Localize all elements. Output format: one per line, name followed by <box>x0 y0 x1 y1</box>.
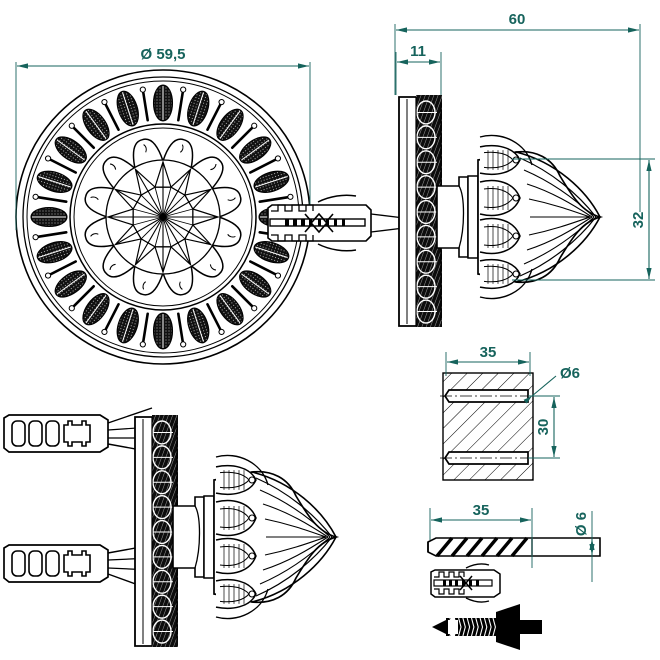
dimension-35-block <box>445 352 531 376</box>
dimension-35-drill <box>429 508 533 568</box>
dimension-60 <box>394 24 641 212</box>
dimension-text-60: 60 <box>509 11 526 28</box>
back-plate-top <box>398 95 442 327</box>
dimension-text-32: 32 <box>630 212 647 229</box>
knob-finial-top <box>477 134 604 300</box>
wall-anchor-lower <box>3 544 153 591</box>
wall-plug-top <box>267 194 405 252</box>
back-plate-bottom <box>134 415 178 647</box>
hardware-detail <box>427 508 601 650</box>
knob-finial-bottom <box>213 454 340 620</box>
wall-anchor-upper <box>3 407 153 453</box>
knob-neck-bottom <box>172 495 215 579</box>
screw <box>432 604 542 650</box>
drill-bit <box>427 536 601 558</box>
dimension-text-30-block: 30 <box>535 419 552 436</box>
wall-block-detail <box>440 352 560 481</box>
dimension-text-diameter-6-block: Ø6 <box>560 365 580 382</box>
dimension-30-block <box>528 395 560 459</box>
dimension-text-diameter-595: Ø 59,5 <box>140 46 185 63</box>
side-view-bottom <box>3 407 340 647</box>
petal-ring <box>30 84 296 350</box>
drill-hole-lower <box>440 451 545 465</box>
leader-diameter-6-block <box>523 375 557 404</box>
dimension-text-diameter-6-drill: Ø 6 <box>573 512 590 536</box>
wall-plug-detail <box>430 563 501 603</box>
dimension-32 <box>512 158 655 281</box>
dimension-text-35-drill: 35 <box>473 502 490 519</box>
dimension-11 <box>395 52 442 95</box>
front-view-rosette <box>15 69 311 365</box>
dimension-text-35-block: 35 <box>480 344 497 361</box>
knob-neck-top <box>436 175 479 259</box>
side-view-top <box>267 95 604 327</box>
dimension-diameter-595 <box>15 62 311 230</box>
dimension-text-11: 11 <box>410 43 426 60</box>
